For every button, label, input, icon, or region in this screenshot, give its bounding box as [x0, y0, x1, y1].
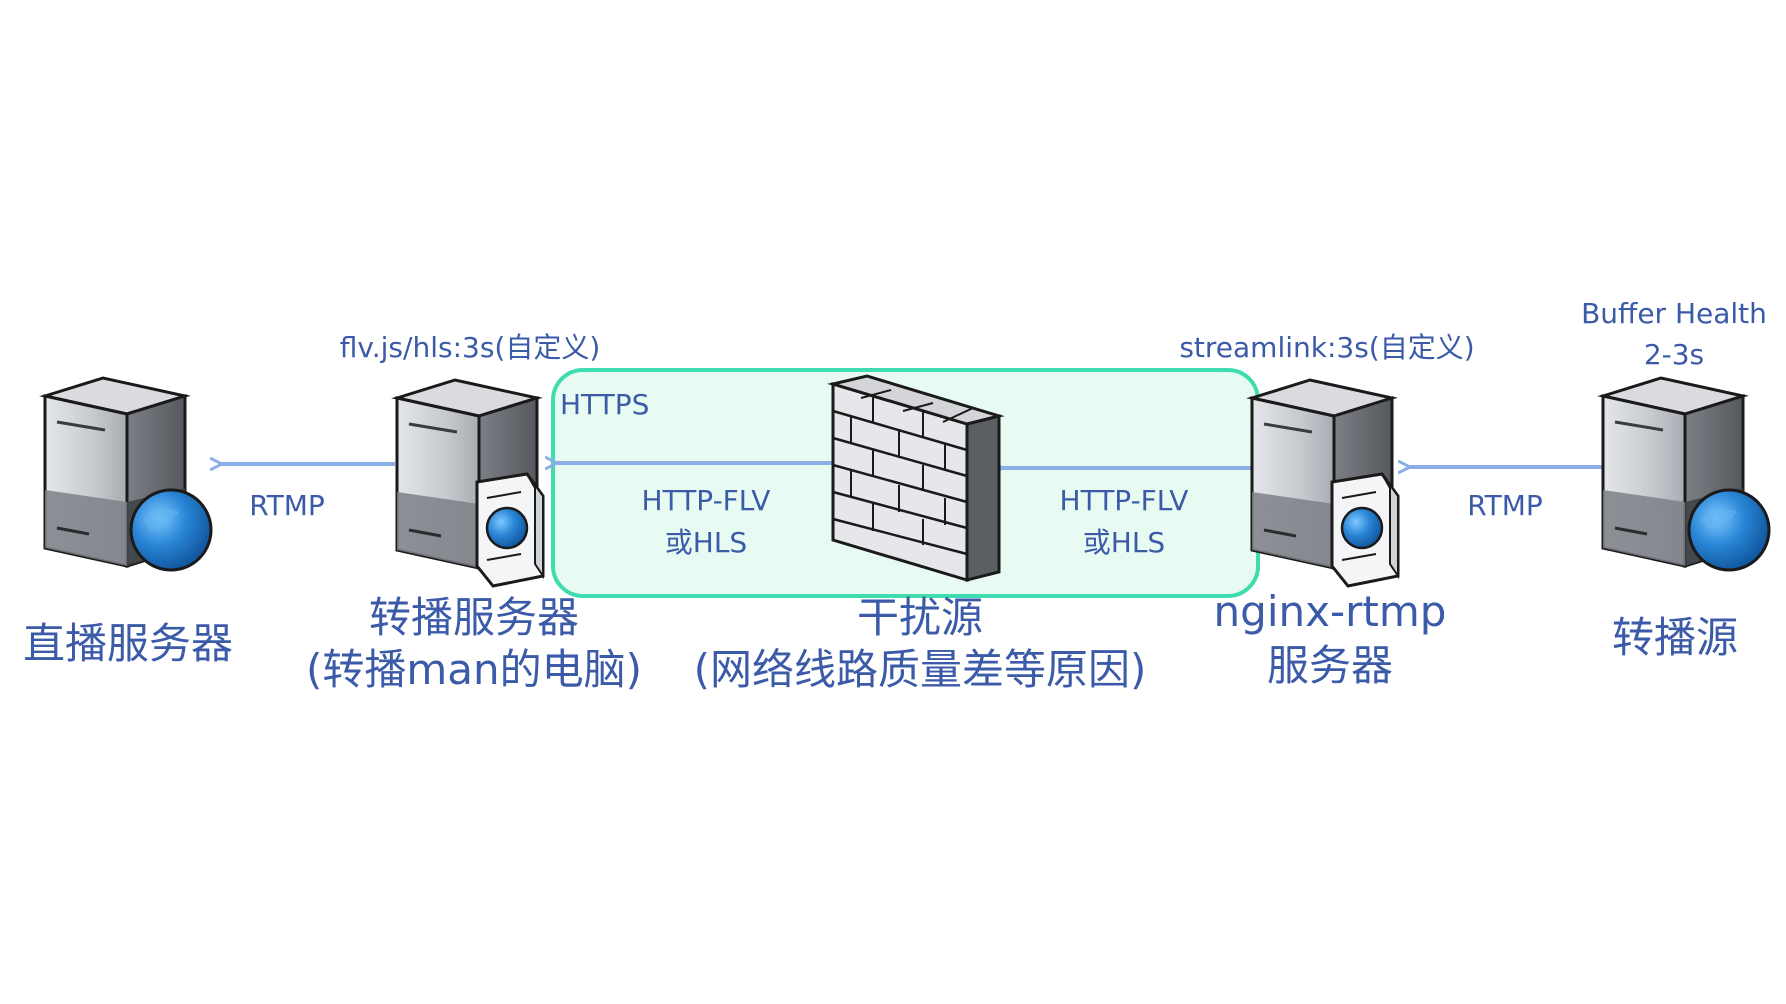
relay-source-server-icon [1601, 376, 1771, 572]
live-server-label: 直播服务器 [23, 619, 233, 668]
web-document-icon [475, 472, 545, 588]
player-buffer-annotation: flv.js/hls:3s(自定义) [340, 331, 601, 364]
nginx-server-sublabel: 服务器 [1267, 641, 1393, 690]
edge-label-rtmp-right: RTMP [1467, 489, 1543, 522]
buffer-health-label: Buffer Health [1581, 297, 1767, 330]
relay-server-label: 转播服务器 [369, 593, 579, 642]
relay-server-sublabel: (转播man的电脑) [306, 645, 642, 694]
nginx-server-icon [1250, 378, 1400, 588]
https-label: HTTPS [560, 388, 649, 421]
edge-label-protocol-left-2: 或HLS [665, 526, 747, 559]
globe-icon [1687, 488, 1771, 572]
globe-icon [129, 488, 213, 572]
edge-label-protocol-left-1: HTTP-FLV [642, 484, 771, 517]
edge-label-rtmp-left: RTMP [249, 489, 325, 522]
web-document-icon [1330, 472, 1400, 588]
interference-label: 干扰源 [857, 593, 983, 642]
firewall-icon [827, 374, 1005, 583]
edge-label-protocol-right-1: HTTP-FLV [1060, 484, 1189, 517]
relay-source-label: 转播源 [1612, 613, 1738, 662]
relay-server-icon [395, 378, 545, 588]
live-server-icon [43, 376, 213, 572]
nginx-server-label: nginx-rtmp [1214, 587, 1447, 636]
interference-sublabel: (网络线路质量差等原因) [694, 645, 1147, 694]
buffer-health-value: 2-3s [1644, 338, 1704, 371]
edge-label-protocol-right-2: 或HLS [1083, 526, 1165, 559]
streamlink-buffer-annotation: streamlink:3s(自定义) [1179, 331, 1474, 364]
